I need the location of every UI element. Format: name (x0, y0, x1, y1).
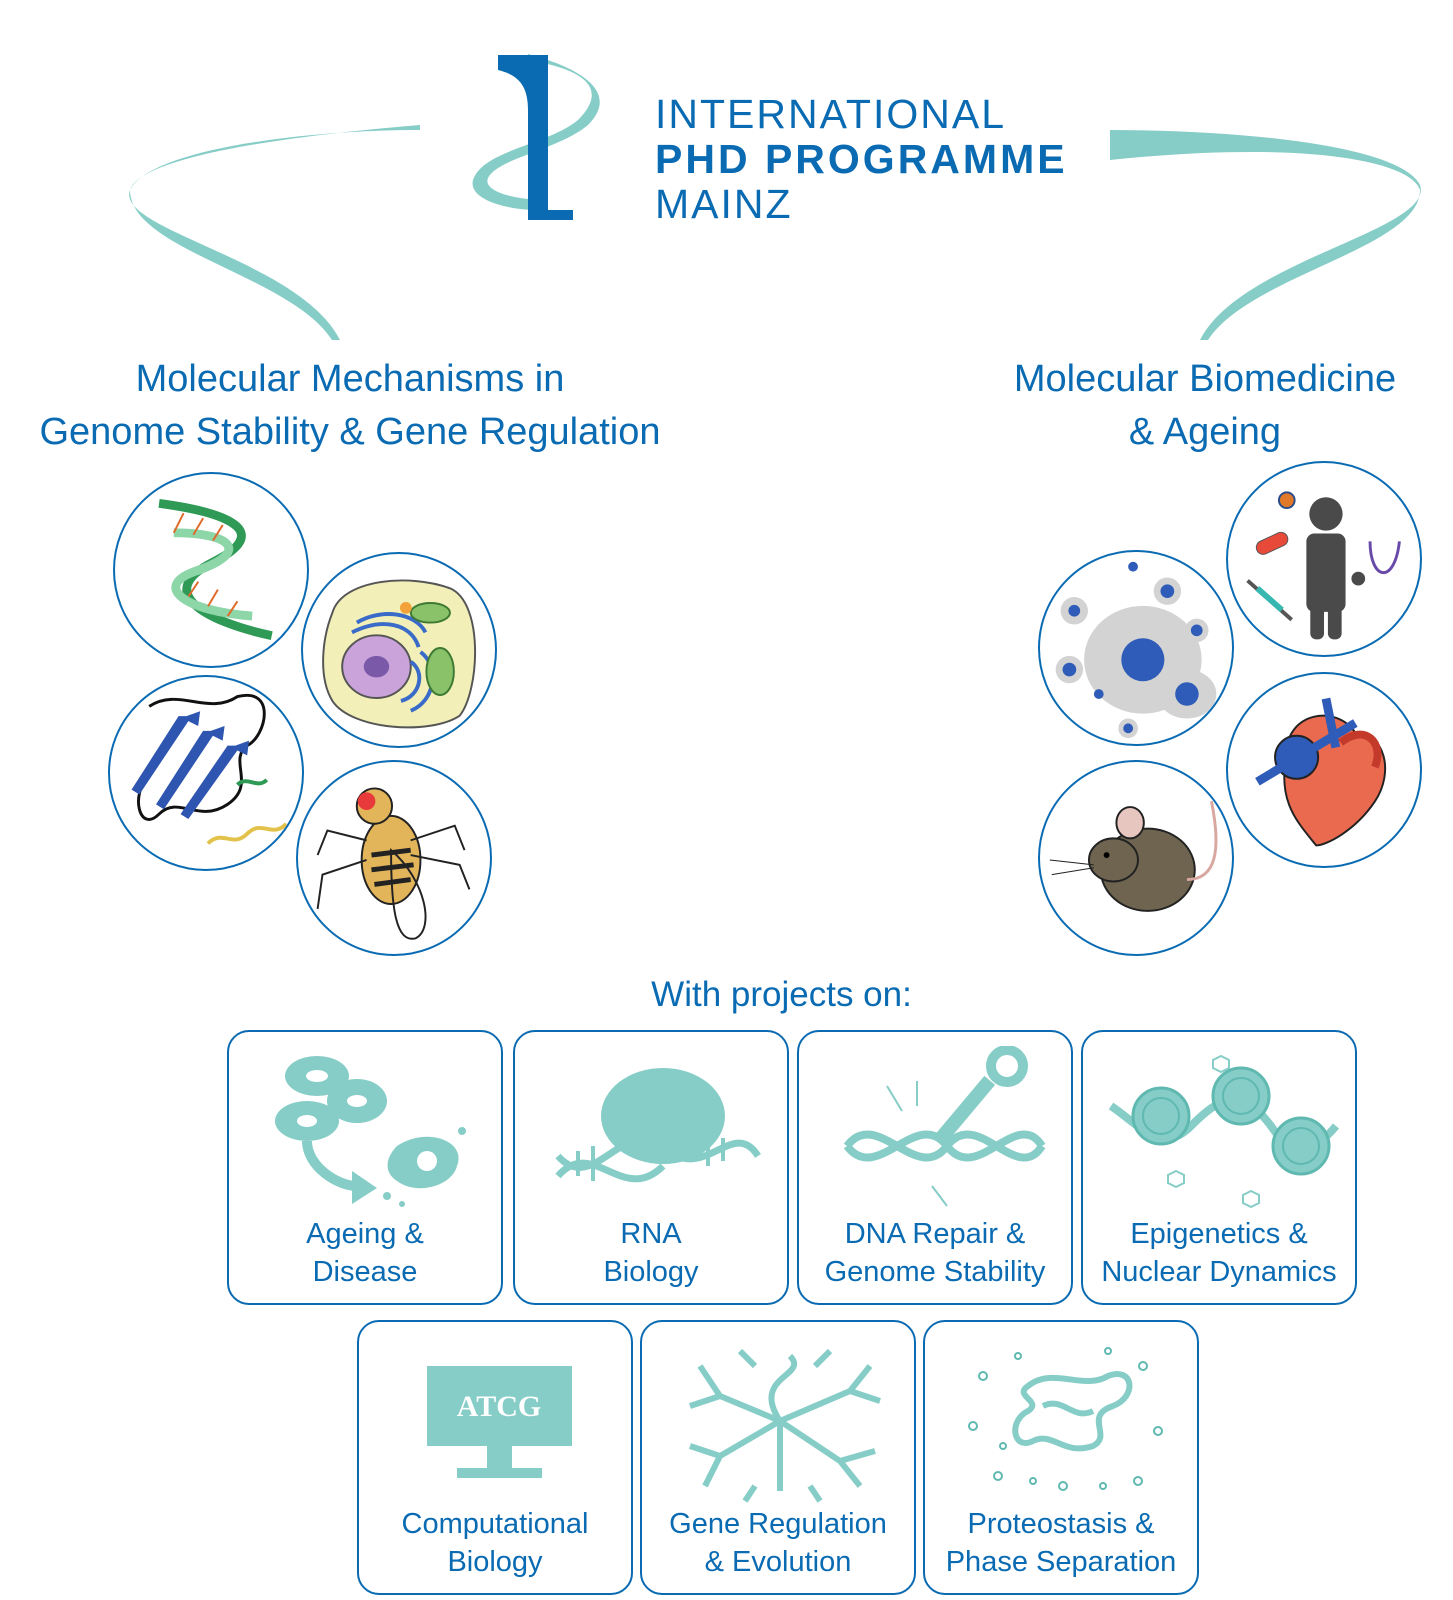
project-label-line-2: Genome Stability (824, 1256, 1046, 1288)
project-label-line-2: Disease (312, 1256, 418, 1288)
decorative-swoosh (129, 125, 1421, 340)
project-label: RNA Biology (515, 1215, 787, 1291)
logo-line-2: PHD PROGRAMME (655, 136, 1068, 182)
project-label-line-1: DNA Repair & (844, 1218, 1026, 1250)
project-card-computational-biology: ATCG Computational Biology (357, 1320, 633, 1595)
project-label-line-2: Phase Separation (945, 1546, 1177, 1578)
project-label: Gene Regulation & Evolution (642, 1505, 914, 1581)
patient-medicine-icon (1226, 461, 1422, 657)
dna-repair-icon (817, 1046, 1057, 1216)
project-label-line-2: Biology (603, 1256, 699, 1288)
left-track-heading: Molecular Mechanisms in Genome Stability… (0, 353, 700, 459)
project-card-dna-repair: DNA Repair & Genome Stability (797, 1030, 1073, 1305)
project-card-gene-regulation: Gene Regulation & Evolution (640, 1320, 916, 1595)
project-label-line-1: Proteostasis & (967, 1508, 1155, 1540)
project-label-line-2: & Evolution (704, 1546, 852, 1578)
condensate-icon (943, 1336, 1183, 1506)
protein-icon (108, 675, 304, 871)
cells-icon (1038, 550, 1234, 746)
logo-line-3: MAINZ (655, 181, 793, 227)
nucleosome-icon (1101, 1046, 1341, 1216)
project-card-rna-biology: RNA Biology (513, 1030, 789, 1305)
project-label-line-2: Biology (447, 1546, 543, 1578)
programme-logo-icon (472, 54, 600, 220)
programme-logo-text: INTERNATIONAL PHD PROGRAMME MAINZ (655, 92, 1068, 227)
left-track-line-2: Genome Stability & Gene Regulation (39, 411, 661, 453)
heart-icon (1226, 672, 1422, 868)
project-label-line-1: Gene Regulation (669, 1508, 887, 1540)
dna-icon (113, 472, 309, 668)
project-card-epigenetics: Epigenetics & Nuclear Dynamics (1081, 1030, 1357, 1305)
project-card-ageing-disease: Ageing & Disease (227, 1030, 503, 1305)
left-track-line-1: Molecular Mechanisms in (135, 358, 565, 400)
right-track-line-2: & Ageing (1128, 411, 1282, 453)
project-label: Proteostasis & Phase Separation (925, 1505, 1197, 1581)
rna-icon (533, 1046, 773, 1216)
mouse-icon (1038, 760, 1234, 956)
logo-line-1: INTERNATIONAL (655, 91, 1006, 137)
project-label: Computational Biology (359, 1505, 631, 1581)
project-label: DNA Repair & Genome Stability (799, 1215, 1071, 1291)
right-track-heading: Molecular Biomedicine & Ageing (960, 353, 1450, 459)
fruit-fly-icon (296, 760, 492, 956)
right-track-line-1: Molecular Biomedicine (1013, 358, 1397, 400)
project-label-line-1: Ageing & (306, 1218, 424, 1250)
ageing-cells-icon (247, 1046, 487, 1216)
projects-title: With projects on: (651, 975, 912, 1014)
monitor-icon: ATCG (377, 1336, 617, 1506)
project-label-line-1: Computational (401, 1508, 589, 1540)
project-label: Ageing & Disease (229, 1215, 501, 1291)
cell-icon (301, 552, 497, 748)
project-label-line-2: Nuclear Dynamics (1101, 1256, 1337, 1288)
evolution-tree-icon (660, 1336, 900, 1506)
monitor-screen-text: ATCG (457, 1390, 541, 1423)
project-label-line-1: RNA (620, 1218, 682, 1250)
project-card-proteostasis: Proteostasis & Phase Separation (923, 1320, 1199, 1595)
project-label: Epigenetics & Nuclear Dynamics (1083, 1215, 1355, 1291)
project-label-line-1: Epigenetics & (1130, 1218, 1308, 1250)
